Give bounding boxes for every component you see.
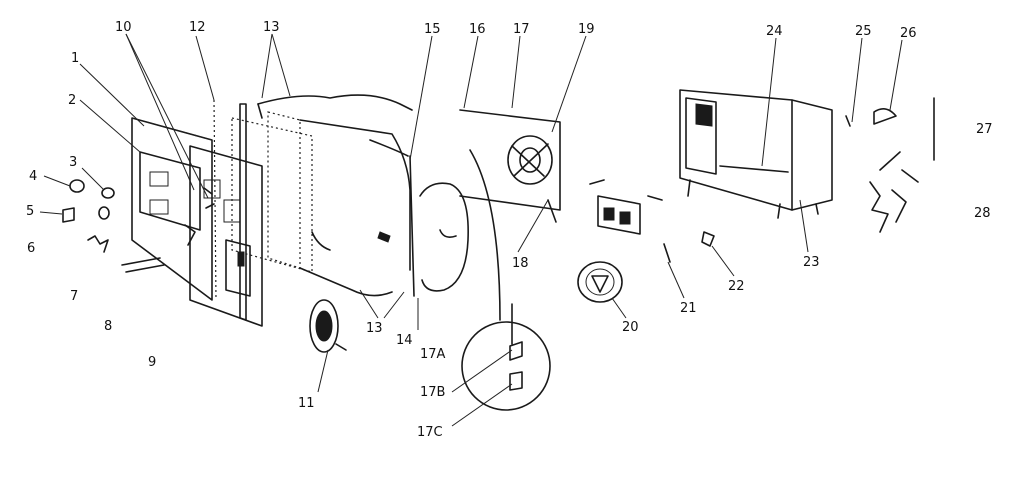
callout-labels: 1 2 3 4 5 6 7 8 9 10 11 12 13 13 13 14 1… bbox=[26, 20, 993, 440]
rear-parts bbox=[845, 97, 935, 233]
callout-20: 20 bbox=[622, 320, 639, 335]
deflection-yoke bbox=[409, 155, 469, 297]
callout-27: 27 bbox=[976, 122, 993, 137]
tuner-unit bbox=[589, 179, 663, 235]
callout-5: 5 bbox=[26, 204, 34, 219]
detail-inset bbox=[461, 303, 551, 411]
callout-16: 16 bbox=[469, 22, 486, 37]
callout-6: 6 bbox=[27, 241, 35, 256]
hardware-parts bbox=[663, 231, 715, 263]
callout-17: 17 bbox=[513, 22, 530, 37]
leader-lines bbox=[39, 33, 903, 427]
callout-9: 9 bbox=[148, 355, 156, 370]
callout-14: 14 bbox=[396, 333, 413, 348]
callout-18: 18 bbox=[512, 256, 529, 271]
callout-21: 21 bbox=[680, 301, 697, 316]
callout-8: 8 bbox=[104, 319, 112, 334]
callout-28: 28 bbox=[974, 206, 991, 221]
picture-tube bbox=[257, 94, 413, 297]
callout-23: 23 bbox=[803, 255, 820, 270]
callout-17A: 17A bbox=[420, 347, 446, 362]
callout-22: 22 bbox=[728, 279, 745, 294]
callout-13-bottom: 13 bbox=[366, 321, 383, 336]
callout-11: 11 bbox=[298, 396, 315, 411]
callout-19: 19 bbox=[578, 22, 595, 37]
callout-4: 4 bbox=[29, 169, 37, 184]
chassis-board bbox=[231, 103, 313, 321]
front-control-panel bbox=[131, 117, 213, 301]
cabinet bbox=[679, 89, 833, 219]
high-voltage-assembly bbox=[459, 109, 561, 321]
callout-25: 25 bbox=[855, 24, 872, 39]
callout-24: 24 bbox=[766, 24, 783, 39]
callout-7: 7 bbox=[70, 289, 78, 304]
callout-12: 12 bbox=[189, 20, 206, 35]
callout-10: 10 bbox=[115, 20, 132, 35]
callout-26: 26 bbox=[900, 26, 917, 41]
round-knob-assembly bbox=[577, 261, 623, 303]
callout-15: 15 bbox=[424, 22, 441, 37]
callout-13-top: 13 bbox=[263, 20, 280, 35]
control-knobs bbox=[62, 179, 165, 273]
callout-2: 2 bbox=[68, 93, 76, 108]
callout-1: 1 bbox=[71, 51, 79, 66]
callout-17B: 17B bbox=[420, 385, 445, 400]
callout-3: 3 bbox=[69, 155, 77, 170]
callout-17C: 17C bbox=[417, 425, 443, 440]
speaker bbox=[309, 299, 347, 353]
